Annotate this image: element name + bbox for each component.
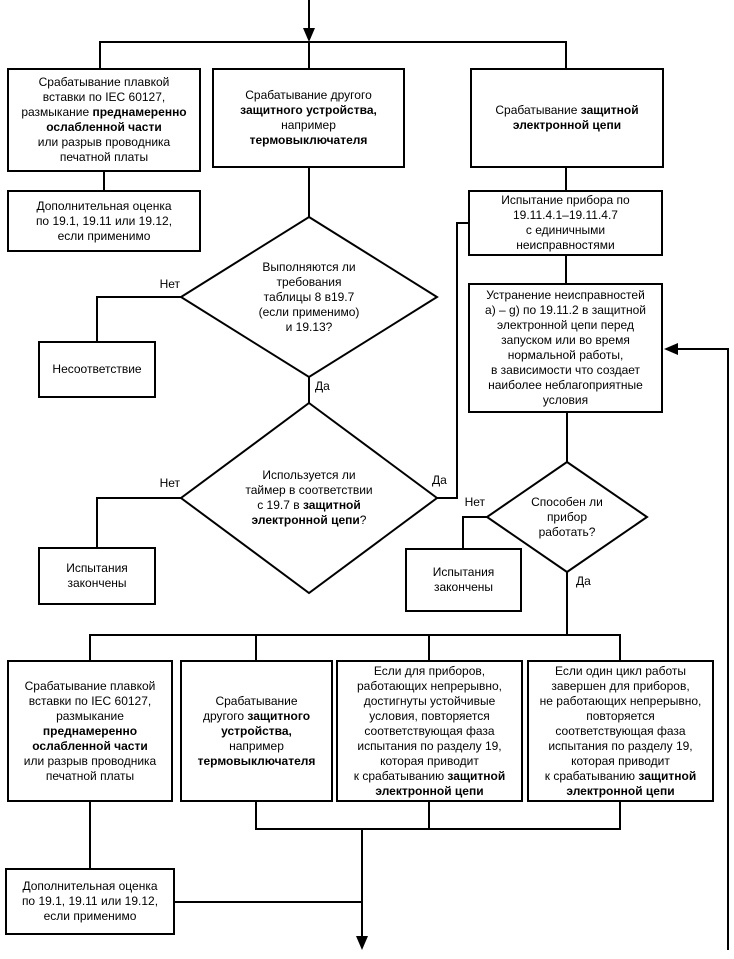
entry-arrowhead-icon [303, 28, 315, 42]
box-cycle-appliance-repeat-text: Если один цикл работы завершен для прибо… [539, 663, 702, 798]
label-no-operate: Нет [464, 495, 485, 509]
box-additional-evaluation-top: Дополнительная оценка по 19.1, 19.11 или… [7, 190, 201, 252]
box-tests-finished-left-text: Испытания закончены [66, 561, 128, 590]
box-continuous-appliance-repeat-text: Если для приборов, работающих непрерывно… [353, 663, 506, 798]
decision-requirements-diamond [179, 215, 439, 379]
box-fault-elimination-text: Устранение неисправностей a) – g) по 19.… [485, 288, 646, 407]
box-other-protective-device-top-text: Срабатывание другого защитного устройств… [240, 88, 377, 147]
label-no-requirements: Нет [159, 277, 180, 291]
box-fuse-operation-top: Срабатывание плавкой вставки по IEC 6012… [7, 68, 201, 172]
box-single-fault-test-text: Испытание прибора по 19.11.4.1–19.11.4.7… [501, 193, 630, 252]
decision3-no-line [462, 516, 488, 548]
box-tests-finished-left: Испытания закончены [38, 547, 156, 605]
box-tests-finished-right-text: Испытания закончены [432, 565, 495, 594]
decision-timer-text: Используется ли таймер в соответствии с … [245, 468, 373, 527]
decision-operate-text: Способен ли прибор работать? [531, 494, 603, 539]
feedback-arrowhead-icon [664, 343, 678, 355]
decision-timer-diamond [179, 401, 439, 595]
label-no-timer: Нет [159, 476, 180, 490]
label-yes-timer: Да [432, 473, 447, 487]
exit-arrowhead-icon [356, 936, 368, 950]
box-additional-evaluation-bottom: Дополнительная оценка по 19.1, 19.11 или… [5, 868, 175, 935]
label-yes-operate: Да [576, 574, 591, 588]
decision-requirements-text: Выполняются ли требования таблицы 8 в19.… [258, 259, 360, 334]
box-fuse-operation-bottom-text: Срабатывание плавкой вставки по IEC 6012… [23, 678, 157, 783]
box-additional-evaluation-bottom-text: Дополнительная оценка по 19.1, 19.11 или… [21, 879, 159, 923]
box-cycle-appliance-repeat: Если один цикл работы завершен для прибо… [527, 660, 714, 802]
box-noncompliance-text: Несоответствие [52, 362, 142, 376]
feedback-loop-line [676, 348, 729, 950]
decision1-no-line [96, 296, 182, 341]
label-yes-requirements: Да [315, 379, 330, 393]
box-noncompliance: Несоответствие [38, 341, 156, 398]
box-protective-circuit-operation: Срабатывание защитной электронной цепи [470, 68, 664, 168]
box-tests-finished-right: Испытания закончены [405, 548, 522, 612]
box-fault-elimination: Устранение неисправностей a) – g) по 19.… [468, 283, 663, 413]
box-protective-circuit-operation-text: Срабатывание защитной электронной цепи [495, 103, 639, 132]
box-continuous-appliance-repeat: Если для приборов, работающих непрерывно… [336, 660, 523, 802]
box-other-protective-device-bottom: Срабатывание другого защитного устройств… [180, 660, 333, 802]
decision2-no-line [96, 497, 182, 547]
box-other-protective-device-top: Срабатывание другого защитного устройств… [212, 68, 405, 168]
box-other-protective-device-bottom-text: Срабатывание другого защитного устройств… [197, 693, 316, 768]
decision2-yes-loop-line [436, 222, 468, 499]
box-additional-evaluation-top-text: Дополнительная оценка по 19.1, 19.11 или… [35, 198, 173, 243]
box-fuse-operation-bottom: Срабатывание плавкой вставки по IEC 6012… [7, 660, 173, 802]
decision-operate-diamond [485, 460, 649, 574]
box-fuse-operation-top-text: Срабатывание плавкой вставки по IEC 6012… [21, 75, 187, 164]
box-single-fault-test: Испытание прибора по 19.11.4.1–19.11.4.7… [468, 190, 663, 256]
